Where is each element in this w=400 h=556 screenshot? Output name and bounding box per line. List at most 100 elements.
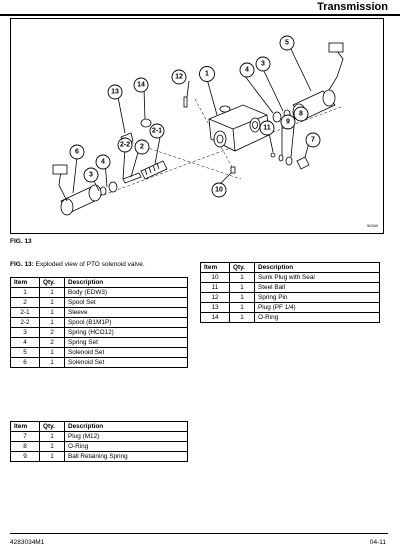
- cell-item: 14: [200, 312, 230, 323]
- cell-qty: 1: [39, 307, 65, 318]
- cell-item: 13: [200, 302, 230, 313]
- document-number: 4283034M1: [10, 539, 45, 546]
- cell-description: Plug (M12): [64, 431, 188, 442]
- cell-description: Spool Set: [64, 297, 188, 308]
- callout-9: 9: [286, 119, 290, 126]
- table-header-row: Item Qty. Description: [200, 262, 380, 273]
- cell-qty: 1: [229, 302, 255, 313]
- cell-qty: 1: [39, 357, 65, 368]
- header-item: Item: [10, 421, 40, 432]
- cell-description: Steel Ball: [254, 282, 380, 293]
- exploded-view-drawing: 1 12 14 13 2-1 2-2 2 4 3 6 4 3 5 11 9 8 …: [52, 35, 379, 228]
- footer-divider: [10, 533, 388, 534]
- cell-description: Spool (B1M1P): [64, 317, 188, 328]
- callout-2: 2: [140, 144, 144, 151]
- page-number: 04-11: [369, 539, 386, 546]
- caption-text: Exploded view of PTO solenoid valve.: [35, 261, 145, 268]
- cell-item: 12: [200, 292, 230, 303]
- callout-2-2: 2-2: [120, 142, 130, 149]
- cell-item: 10: [200, 272, 230, 283]
- cell-item: 7: [10, 431, 40, 442]
- cell-qty: 2: [39, 327, 65, 338]
- figure-number: FIG. 13: [10, 238, 32, 245]
- header-description: Description: [254, 262, 380, 273]
- callout-5: 5: [285, 40, 289, 47]
- cell-item: 5: [10, 347, 40, 358]
- callout-1: 1: [205, 71, 209, 78]
- exploded-view-figure: 1 12 14 13 2-1 2-2 2 4 3 6 4 3 5 11 9 8 …: [10, 18, 384, 234]
- cell-item: 2-2: [10, 317, 40, 328]
- callout-13: 13: [111, 89, 119, 96]
- caption-label: FIG. 13:: [10, 261, 34, 268]
- header-qty: Qty.: [39, 421, 65, 432]
- cell-qty: 1: [39, 441, 65, 452]
- cell-item: 2-1: [10, 307, 40, 318]
- cell-qty: 1: [229, 292, 255, 303]
- cell-item: 1: [10, 287, 40, 298]
- cell-qty: 1: [39, 451, 65, 462]
- callout-7: 7: [311, 137, 315, 144]
- cell-item: 2: [10, 297, 40, 308]
- callout-14: 14: [137, 82, 145, 89]
- cell-description: Sunk Plug with Seal: [254, 272, 380, 283]
- page-header-title: Transmission: [317, 1, 388, 13]
- cell-description: Sleeve: [64, 307, 188, 318]
- header-description: Description: [64, 421, 188, 432]
- cell-description: Body (EDW3): [64, 287, 188, 298]
- cell-description: Solenoid Set: [64, 347, 188, 358]
- header-qty: Qty.: [229, 262, 255, 273]
- cell-description: Solenoid Set: [64, 357, 188, 368]
- cell-item: 4: [10, 337, 40, 348]
- cell-item: 8: [10, 441, 40, 452]
- callout-10: 10: [215, 187, 223, 194]
- cell-qty: 1: [39, 347, 65, 358]
- cell-item: 6: [10, 357, 40, 368]
- cell-qty: 1: [229, 282, 255, 293]
- callout-6: 6: [75, 149, 79, 156]
- cell-description: Spring (HCO12): [64, 327, 188, 338]
- cell-qty: 1: [39, 287, 65, 298]
- callout-4-lower: 4: [101, 159, 105, 166]
- header-item: Item: [200, 262, 230, 273]
- callout-11: 11: [263, 125, 271, 132]
- figure-caption: FIG. 13: Exploded view of PTO solenoid v…: [10, 261, 145, 268]
- callout-4-upper: 4: [245, 67, 249, 74]
- cell-item: 11: [200, 282, 230, 293]
- cell-qty: 1: [229, 312, 255, 323]
- callout-3-lower: 3: [89, 172, 93, 179]
- callout-8: 8: [299, 111, 303, 118]
- cell-item: 9: [10, 451, 40, 462]
- header-bar: Transmission: [0, 0, 400, 16]
- header-qty: Qty.: [39, 277, 65, 288]
- header-description: Description: [64, 277, 188, 288]
- cell-qty: 1: [39, 431, 65, 442]
- cell-qty: 1: [39, 297, 65, 308]
- table-header-row: Item Qty. Description: [10, 421, 188, 432]
- callout-12: 12: [175, 74, 183, 81]
- header-item: Item: [10, 277, 40, 288]
- callout-3-upper: 3: [261, 61, 265, 68]
- cell-description: Spring Set: [64, 337, 188, 348]
- table-header-row: Item Qty. Description: [10, 277, 188, 288]
- cell-qty: 2: [39, 337, 65, 348]
- cell-qty: 1: [229, 272, 255, 283]
- cell-description: Spring Pin: [254, 292, 380, 303]
- cell-description: O-Ring: [254, 312, 380, 323]
